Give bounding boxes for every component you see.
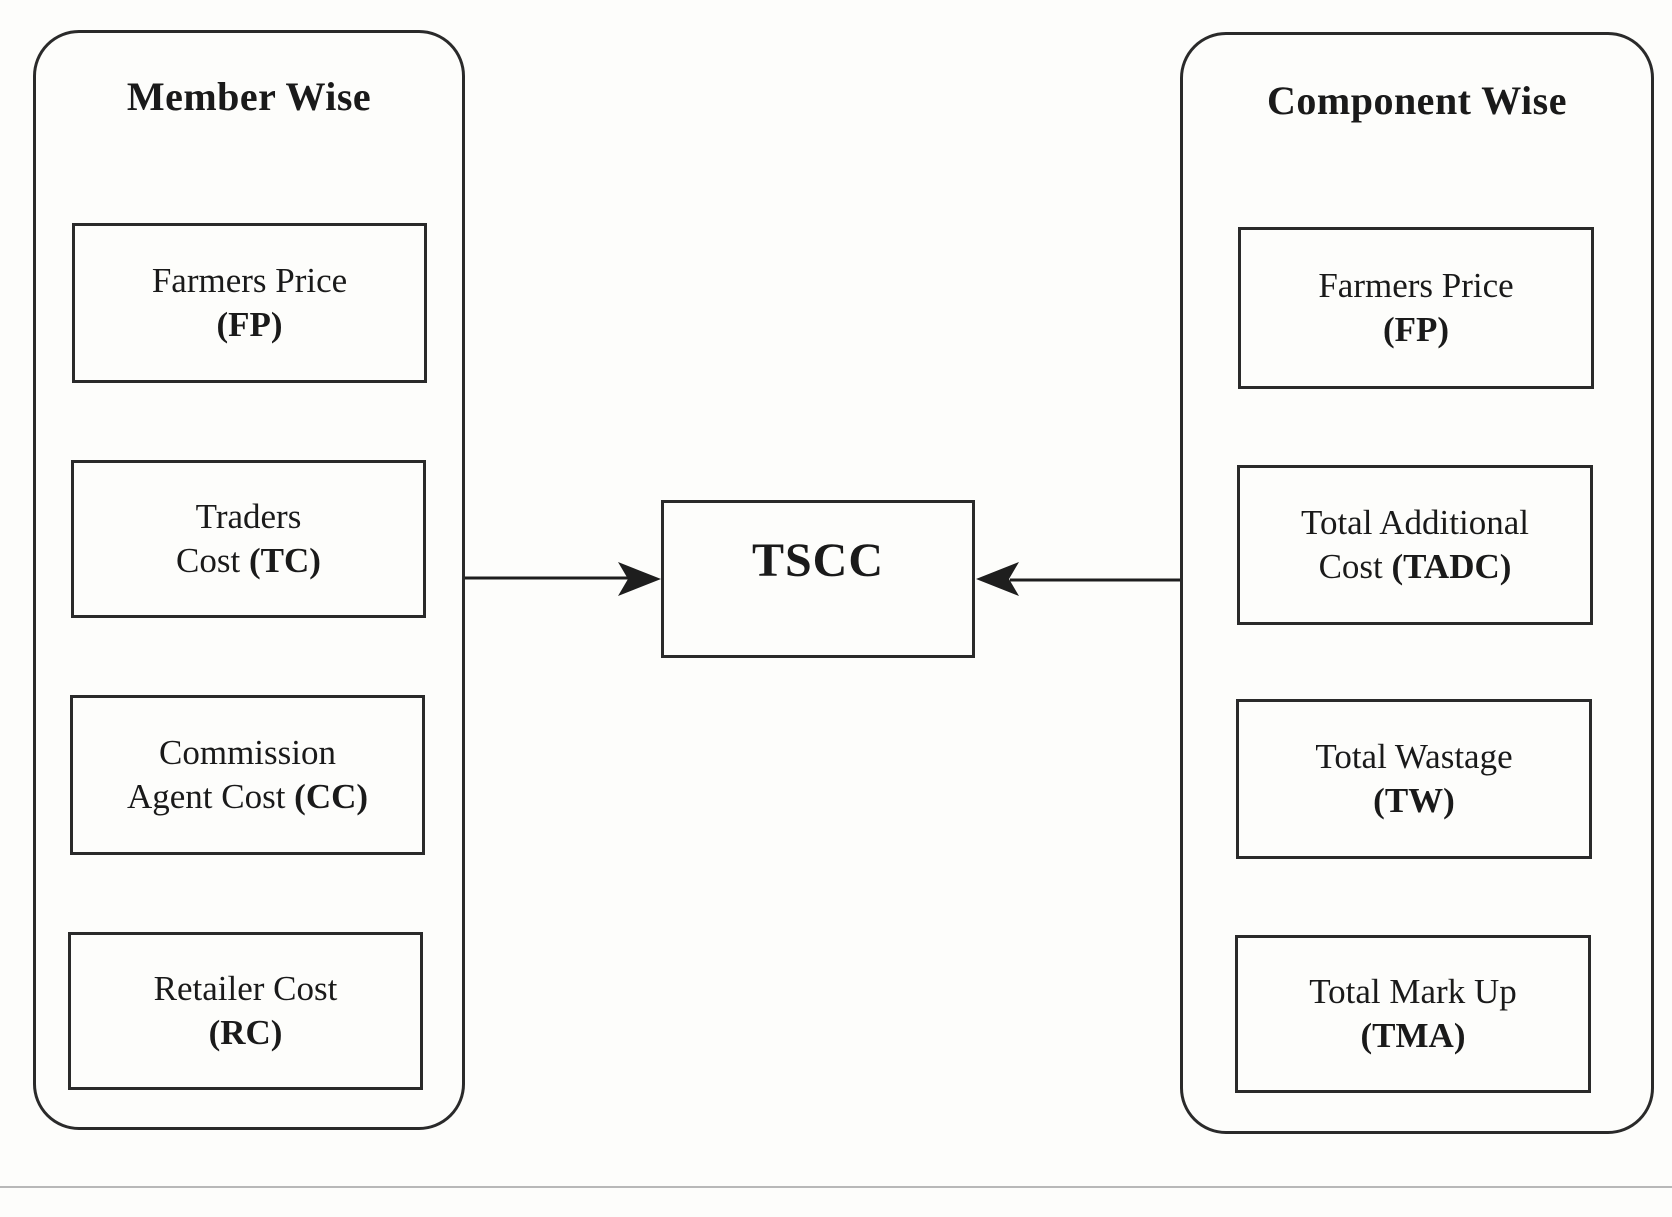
item-label-line2: Cost: [176, 541, 249, 580]
item-label: Total Additional: [1301, 503, 1529, 542]
item-label: Farmers Price: [151, 261, 348, 300]
item-label: Commission: [159, 733, 336, 772]
component-wise-title: Component Wise: [1266, 78, 1567, 123]
item-label: Farmers Price: [1318, 266, 1514, 305]
item-abbr: (RC): [208, 1013, 283, 1052]
left-arrowhead-icon: [618, 562, 661, 596]
right-arrowhead-icon: [976, 562, 1019, 596]
item-abbr: (FP): [216, 305, 283, 344]
item-label: Total Mark Up: [1309, 972, 1517, 1011]
item-label: Traders: [195, 497, 302, 536]
bottom-rule: [0, 1186, 1672, 1188]
member-item-traders-cost: Traders Cost (TC): [71, 460, 426, 618]
tscc-box: TSCC: [661, 500, 975, 658]
component-item-total-mark-up: Total Mark Up (TMA): [1235, 935, 1591, 1093]
component-wise-group: Component Wise: [1180, 32, 1654, 1134]
member-wise-group: Member Wise: [33, 30, 465, 1130]
member-item-farmers-price: Farmers Price (FP): [72, 223, 427, 383]
member-item-commission-agent-cost: Commission Agent Cost (CC): [70, 695, 425, 855]
item-abbr: (FP): [1382, 310, 1450, 349]
item-label: Retailer Cost: [153, 969, 338, 1008]
member-item-retailer-cost: Retailer Cost (RC): [68, 932, 423, 1090]
tscc-label: TSCC: [751, 534, 885, 587]
member-wise-title: Member Wise: [126, 74, 372, 119]
item-abbr: (TW): [1373, 781, 1455, 820]
component-item-total-wastage: Total Wastage (TW): [1236, 699, 1592, 859]
item-abbr: (CC): [294, 777, 369, 816]
item-label-line2: Agent Cost: [126, 777, 295, 816]
item-label: Total Wastage: [1315, 737, 1513, 776]
item-abbr: (TC): [249, 541, 321, 580]
item-abbr: (TADC): [1391, 547, 1512, 586]
component-item-total-additional-cost: Total Additional Cost (TADC): [1237, 465, 1593, 625]
item-label-line2: Cost: [1318, 547, 1392, 586]
item-abbr: (TMA): [1360, 1016, 1466, 1055]
component-item-farmers-price: Farmers Price (FP): [1238, 227, 1594, 389]
